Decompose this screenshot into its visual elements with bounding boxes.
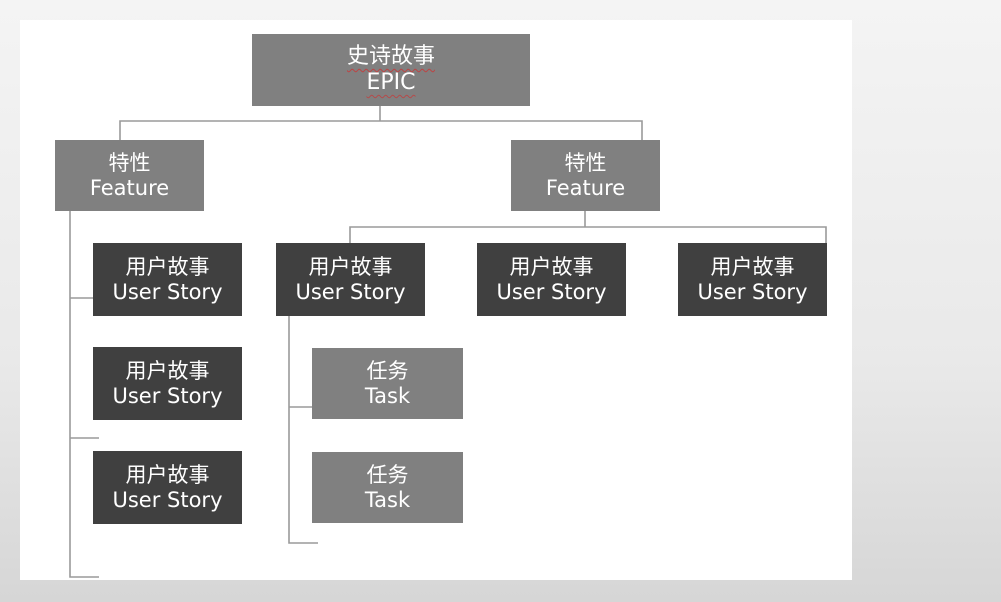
task-label-zh: 任务 [366, 358, 409, 383]
user-story-box-left-1: 用户故事 User Story [93, 243, 242, 316]
user-story-label-zh: 用户故事 [125, 462, 210, 487]
user-story-box-right-1: 用户故事 User Story [276, 243, 425, 316]
epic-box: 史诗故事 EPIC [252, 34, 530, 106]
epic-label-en: EPIC [366, 70, 416, 95]
user-story-label-en: User Story [112, 279, 223, 304]
user-story-label-zh: 用户故事 [710, 254, 795, 279]
task-box-1: 任务 Task [312, 348, 463, 419]
user-story-box-right-2: 用户故事 User Story [477, 243, 626, 316]
user-story-label-zh: 用户故事 [125, 254, 210, 279]
user-story-label-en: User Story [112, 487, 223, 512]
task-box-2: 任务 Task [312, 452, 463, 523]
user-story-label-en: User Story [295, 279, 406, 304]
feature-label-en: Feature [89, 175, 170, 200]
feature-label-en: Feature [545, 175, 626, 200]
task-label-zh: 任务 [366, 462, 409, 487]
user-story-label-en: User Story [697, 279, 808, 304]
user-story-label-en: User Story [496, 279, 607, 304]
task-label-en: Task [364, 383, 411, 408]
user-story-box-right-3: 用户故事 User Story [678, 243, 827, 316]
task-label-en: Task [364, 487, 411, 512]
feature-label-zh: 特性 [108, 150, 151, 175]
feature-box-right: 特性 Feature [511, 140, 660, 211]
feature-label-zh: 特性 [564, 150, 607, 175]
epic-label-zh: 史诗故事 [346, 44, 435, 70]
user-story-label-zh: 用户故事 [125, 358, 210, 383]
feature-box-left: 特性 Feature [55, 140, 204, 211]
user-story-label-en: User Story [112, 383, 223, 408]
user-story-label-zh: 用户故事 [308, 254, 393, 279]
user-story-label-zh: 用户故事 [509, 254, 594, 279]
user-story-box-left-3: 用户故事 User Story [93, 451, 242, 524]
user-story-box-left-2: 用户故事 User Story [93, 347, 242, 420]
